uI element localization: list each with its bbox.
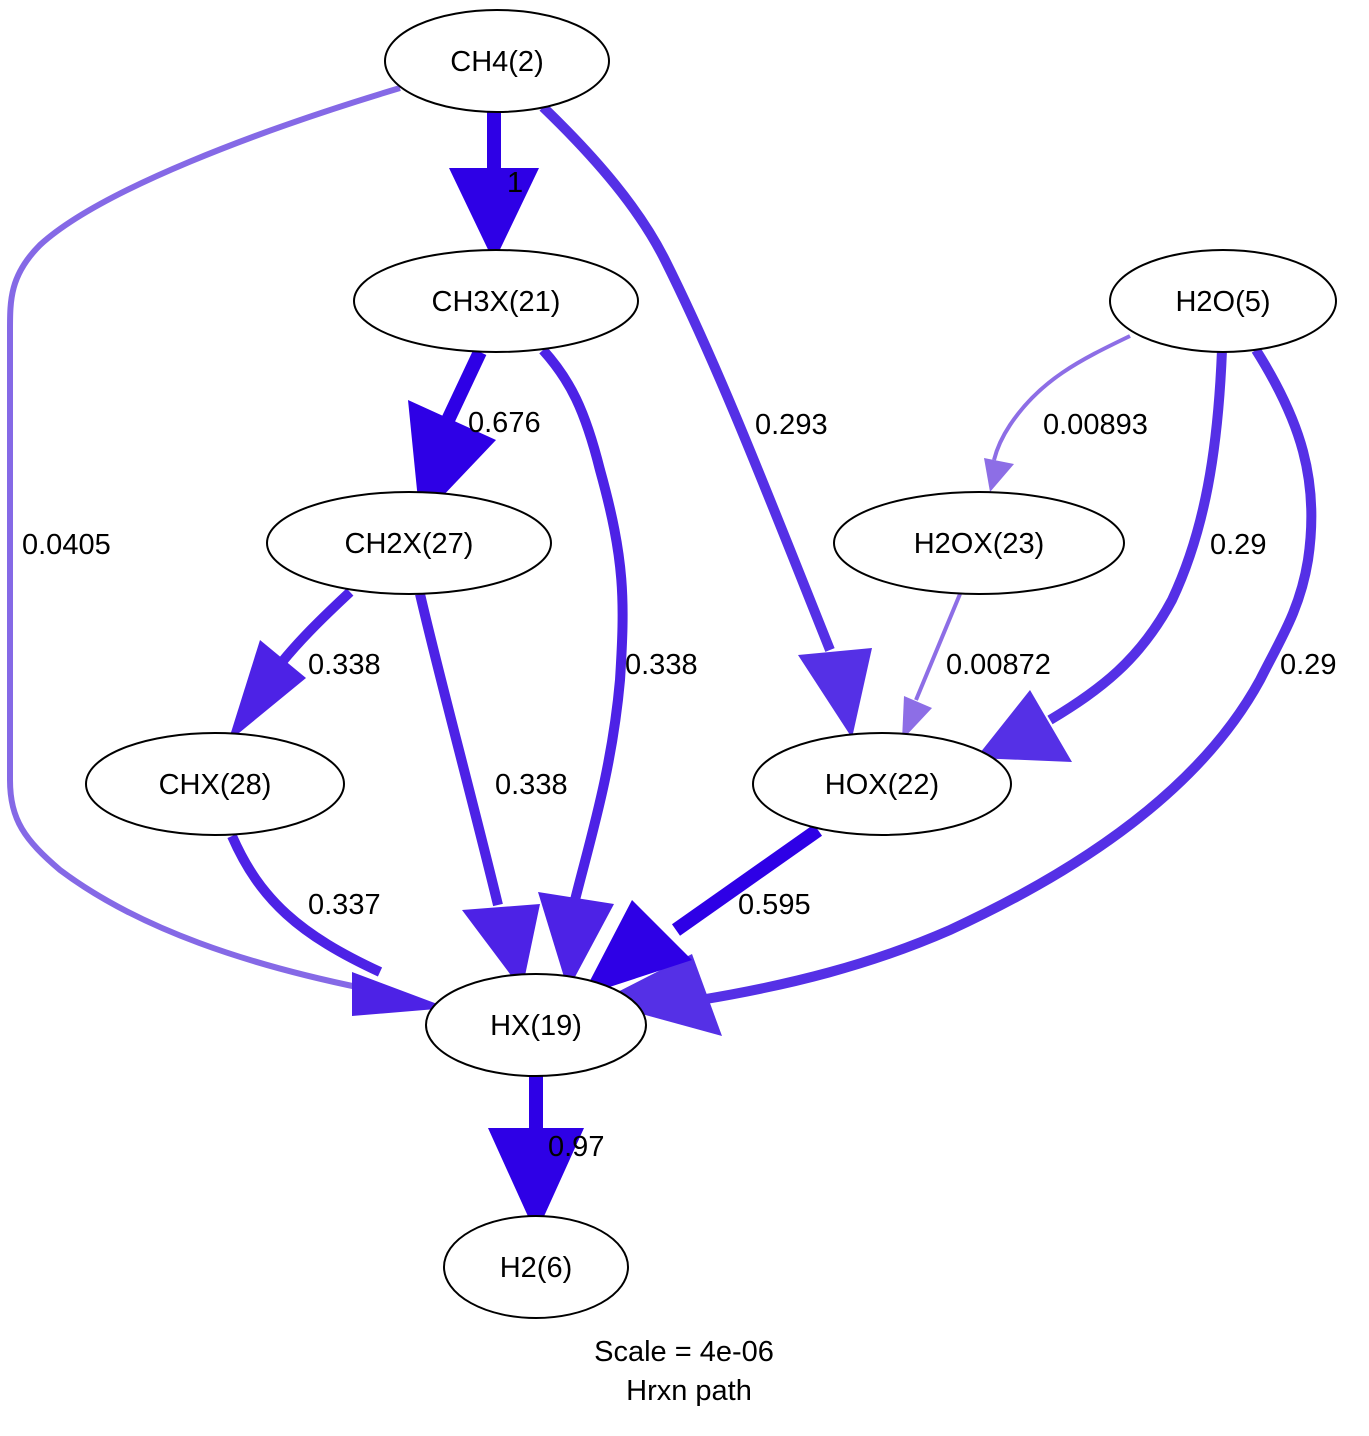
edge-label-hox-hx: 0.595 (738, 889, 811, 921)
node-h2ox: H2OX(23) (833, 491, 1125, 595)
edge-label-ch4-hx: 0.0405 (22, 529, 111, 561)
node-ch4: CH4(2) (384, 9, 610, 113)
edge-label-ch4-ch3x: 1 (507, 167, 523, 199)
edge-hx-to-h2: 0.97 (488, 1076, 604, 1234)
edge-label-ch2x-hx: 0.338 (495, 769, 568, 801)
edge-hox-to-hx: 0.595 (582, 824, 823, 996)
edge-label-ch2x-chx: 0.338 (308, 649, 381, 681)
svg-text:CHX(28): CHX(28) (159, 769, 272, 801)
node-h2o: H2O(5) (1109, 249, 1337, 353)
node-hox: HOX(22) (752, 732, 1012, 836)
edge-label-chx-hx: 0.337 (308, 889, 381, 921)
edge-ch4-to-hx: 0.0405 (7, 85, 448, 1016)
edge-label-h2o-hx: 0.29 (1280, 649, 1336, 681)
edge-h2o-to-hox: 0.29 (976, 349, 1266, 762)
edge-ch3x-to-hx: 0.338 (538, 346, 698, 990)
node-ch3x: CH3X(21) (353, 249, 639, 353)
node-h2: H2(6) (443, 1215, 629, 1319)
svg-text:CH2X(27): CH2X(27) (345, 528, 474, 560)
svg-text:CH4(2): CH4(2) (450, 46, 543, 78)
node-chx: CHX(28) (85, 732, 345, 836)
edge-h2ox-to-hox: 0.00872 (902, 593, 1051, 740)
node-ch2x: CH2X(27) (266, 491, 552, 595)
edge-chx-to-hx: 0.337 (227, 833, 383, 977)
edge-ch2x-to-chx: 0.338 (228, 588, 381, 742)
edge-ch3x-to-ch2x: 0.676 (408, 349, 541, 520)
edge-label-hx-h2: 0.97 (548, 1131, 604, 1163)
caption-scale: Scale = 4e-06 (594, 1336, 774, 1368)
svg-text:H2O(5): H2O(5) (1175, 286, 1270, 318)
svg-text:H2OX(23): H2OX(23) (914, 528, 1045, 560)
edge-h2o-to-hx: 0.29 (598, 347, 1336, 1036)
svg-text:H2(6): H2(6) (500, 1252, 573, 1284)
caption-title: Hrxn path (626, 1375, 752, 1407)
edge-ch4-to-hox: 0.293 (539, 103, 872, 738)
node-hx: HX(19) (425, 973, 647, 1077)
svg-text:CH3X(21): CH3X(21) (432, 286, 561, 318)
edge-label-ch3x-hx: 0.338 (625, 649, 698, 681)
edge-label-h2ox-hox: 0.00872 (946, 649, 1051, 681)
edge-ch4-to-ch3x: 1 (449, 112, 539, 262)
svg-text:HOX(22): HOX(22) (825, 769, 939, 801)
svg-text:HX(19): HX(19) (490, 1010, 582, 1042)
edge-ch2x-to-hx: 0.338 (415, 592, 568, 990)
edge-label-h2o-hox: 0.29 (1210, 529, 1266, 561)
edge-label-ch4-hox: 0.293 (755, 409, 828, 441)
edge-label-h2o-h2ox: 0.00893 (1043, 409, 1148, 441)
edge-label-ch3x-ch2x: 0.676 (468, 407, 541, 439)
edge-h2o-to-h2ox: 0.00893 (984, 334, 1148, 492)
